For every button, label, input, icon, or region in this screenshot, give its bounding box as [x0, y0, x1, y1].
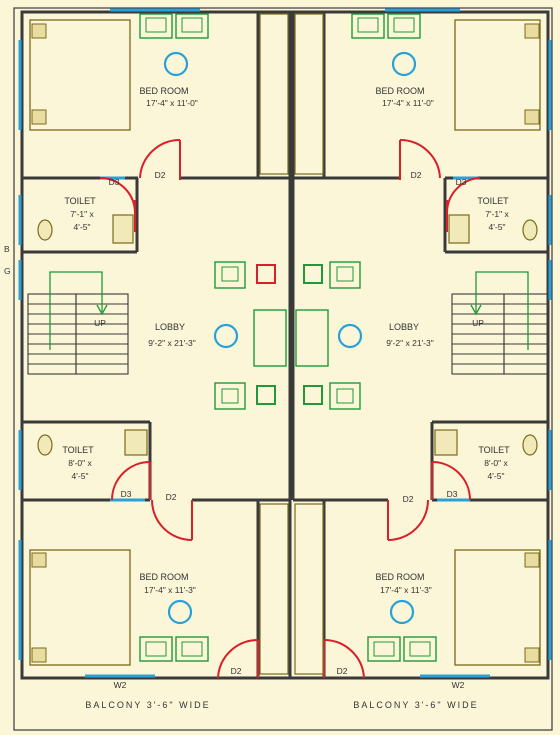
balcony-l-name: BALCONY 3'-6" WIDE [85, 700, 210, 710]
door-swings [99, 138, 481, 679]
sofas [139, 13, 437, 662]
toilet-br-size2: 4'-5" [488, 471, 505, 481]
windows [18, 8, 552, 678]
door-label-d2-tl: D2 [155, 170, 166, 180]
door-label-d3-br: D3 [447, 489, 458, 499]
toilet-bl-name: TOILET [62, 445, 94, 455]
window-label-w2-l: W2 [114, 680, 127, 690]
beds [29, 19, 541, 666]
toilet-tr-size1: 7'-1" x [485, 209, 509, 219]
lobby-r-name: LOBBY [389, 322, 419, 332]
stair-up-label-r: UP [472, 318, 484, 328]
lobby-l-size: 9'-2" x 21'-3" [148, 338, 196, 348]
bedroom-tl-size: 17'-4" x 11'-0" [146, 98, 198, 108]
margin-letter-b: B [4, 244, 10, 254]
bedroom-bl-name: BED ROOM [139, 572, 188, 582]
round-tables [163, 51, 417, 625]
stairs [27, 293, 549, 375]
stair-up-label-l: UP [94, 318, 106, 328]
door-label-d2-tr: D2 [411, 170, 422, 180]
bedroom-tl-name: BED ROOM [139, 86, 188, 96]
balcony-r-name: BALCONY 3'-6" WIDE [353, 700, 478, 710]
toilet-fixtures [37, 214, 538, 456]
door-label-d2-br: D2 [403, 494, 414, 504]
toilet-bl-size2: 4'-5" [72, 471, 89, 481]
outer-border [13, 7, 553, 731]
toilet-br-name: TOILET [478, 445, 510, 455]
toilet-br-size1: 8'-0" x [484, 458, 508, 468]
bedroom-br-size: 17'-4" x 11'-3" [380, 585, 432, 595]
stair-arrows [49, 271, 529, 350]
sofa-cushions [145, 17, 431, 657]
toilet-tl-size1: 7'-1" x [70, 209, 94, 219]
toilet-tr-size2: 4'-5" [489, 222, 506, 232]
lobby-r-size: 9'-2" x 21'-3" [386, 338, 434, 348]
door-label-d3-tr: D3 [456, 177, 467, 187]
door-label-d2-bl: D2 [166, 492, 177, 502]
bedroom-br-name: BED ROOM [375, 572, 424, 582]
lobby-l-name: LOBBY [155, 322, 185, 332]
toilet-tl-size2: 4'-5" [74, 222, 91, 232]
bedroom-tr-name: BED ROOM [375, 86, 424, 96]
door-label-d3-bl: D3 [121, 489, 132, 499]
toilet-tr-name: TOILET [477, 196, 509, 206]
closets [259, 13, 324, 675]
bedroom-bl-size: 17'-4" x 11'-3" [144, 585, 196, 595]
door-label-d3-tl: D3 [109, 177, 120, 187]
bed-pillows [31, 23, 540, 663]
window-label-w2-r: W2 [452, 680, 465, 690]
lobby-tables [256, 264, 323, 405]
toilet-tl-name: TOILET [64, 196, 96, 206]
walls [20, 10, 550, 680]
toilet-bl-size1: 8'-0" x [68, 458, 92, 468]
bedroom-tr-size: 17'-4" x 11'-0" [382, 98, 434, 108]
door-label-d2-balcony-r: D2 [337, 666, 348, 676]
door-label-d2-balcony-l: D2 [231, 666, 242, 676]
margin-letter-g: G [4, 266, 11, 276]
